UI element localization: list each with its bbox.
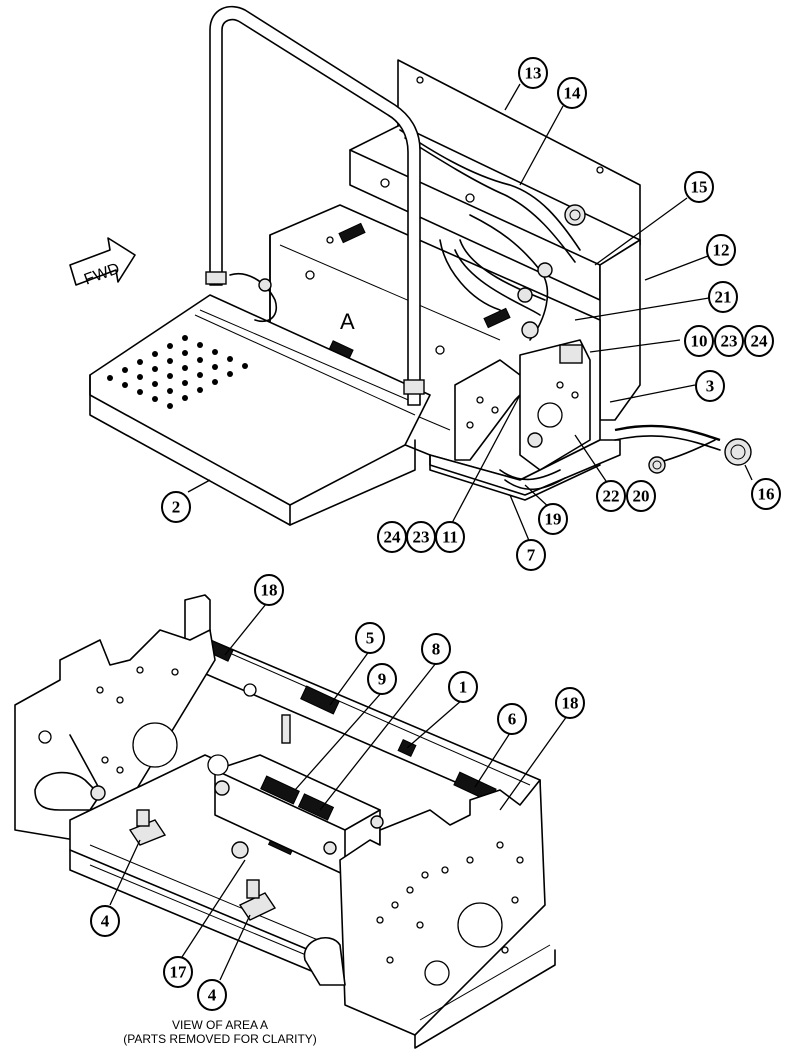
svg-text:12: 12 [713, 241, 730, 260]
svg-text:4: 4 [208, 986, 217, 1005]
callout-4: 4 [90, 905, 120, 937]
callout-17: 17 [163, 956, 193, 988]
callout-8: 8 [421, 633, 451, 665]
callout-7: 7 [516, 539, 546, 571]
top-assembly: FWD A [69, 5, 752, 526]
callout-10: 10 [684, 325, 714, 357]
svg-text:18: 18 [562, 694, 579, 713]
svg-text:20: 20 [633, 487, 650, 506]
callout-2: 2 [161, 491, 191, 523]
svg-text:15: 15 [691, 178, 708, 197]
svg-text:23: 23 [413, 528, 430, 547]
svg-text:22: 22 [603, 487, 620, 506]
callout-16: 16 [751, 478, 781, 510]
svg-text:14: 14 [564, 84, 582, 103]
callout-9: 9 [367, 663, 397, 695]
svg-text:17: 17 [170, 963, 188, 982]
callout-5: 5 [355, 622, 385, 654]
callout-3: 3 [695, 370, 725, 402]
callout-15: 15 [684, 171, 714, 203]
callout-23: 23 [714, 325, 744, 357]
callout-21: 21 [708, 281, 738, 313]
svg-text:1: 1 [459, 678, 468, 697]
svg-text:6: 6 [508, 710, 517, 729]
view-caption: VIEW OF AREA A (PARTS REMOVED FOR CLARIT… [60, 1018, 380, 1046]
callout-24: 24 [744, 325, 774, 357]
svg-text:7: 7 [527, 546, 536, 565]
svg-text:13: 13 [525, 64, 542, 83]
callout-22: 22 [596, 480, 626, 512]
callout-23b: 23 [406, 521, 436, 553]
callouts: 13 14 15 12 21 10 23 24 3 16 22 20 19 7 … [90, 57, 781, 1011]
svg-text:4: 4 [101, 912, 110, 931]
callout-14: 14 [557, 77, 587, 109]
top-leaders [187, 83, 753, 544]
handrail [209, 5, 421, 406]
svg-text:19: 19 [545, 510, 562, 529]
bottom-assembly [14, 594, 556, 1049]
svg-text:2: 2 [172, 498, 181, 517]
caption-line1: VIEW OF AREA A [171, 1018, 269, 1032]
svg-text:18: 18 [261, 581, 278, 600]
svg-text:9: 9 [378, 670, 387, 689]
svg-text:24: 24 [751, 332, 769, 351]
step-grip-holes [107, 335, 248, 409]
caption-line2: (PARTS REMOVED FOR CLARITY) [123, 1032, 317, 1046]
fwd-arrow: FWD [69, 237, 136, 289]
svg-text:16: 16 [758, 485, 775, 504]
svg-text:8: 8 [432, 640, 441, 659]
svg-text:21: 21 [715, 288, 732, 307]
right-side-panel [599, 239, 641, 421]
callout-20: 20 [626, 480, 656, 512]
svg-text:5: 5 [366, 629, 375, 648]
area-a-label: A [340, 309, 355, 334]
callout-13: 13 [518, 57, 548, 89]
callout-12: 12 [706, 234, 736, 266]
callout-24b: 24 [377, 521, 407, 553]
svg-text:11: 11 [442, 528, 458, 547]
bottom-leaders [109, 603, 568, 981]
svg-text:24: 24 [384, 528, 402, 547]
svg-text:10: 10 [691, 332, 708, 351]
callout-11: 11 [435, 521, 465, 553]
callout-18: 18 [254, 574, 284, 606]
callout-1: 1 [448, 671, 478, 703]
callout-18b: 18 [555, 687, 585, 719]
callout-6: 6 [497, 703, 527, 735]
callout-4b: 4 [197, 979, 227, 1011]
svg-text:23: 23 [721, 332, 738, 351]
svg-text:3: 3 [706, 377, 715, 396]
callout-19: 19 [538, 503, 568, 535]
right-end-plate [339, 779, 546, 1036]
